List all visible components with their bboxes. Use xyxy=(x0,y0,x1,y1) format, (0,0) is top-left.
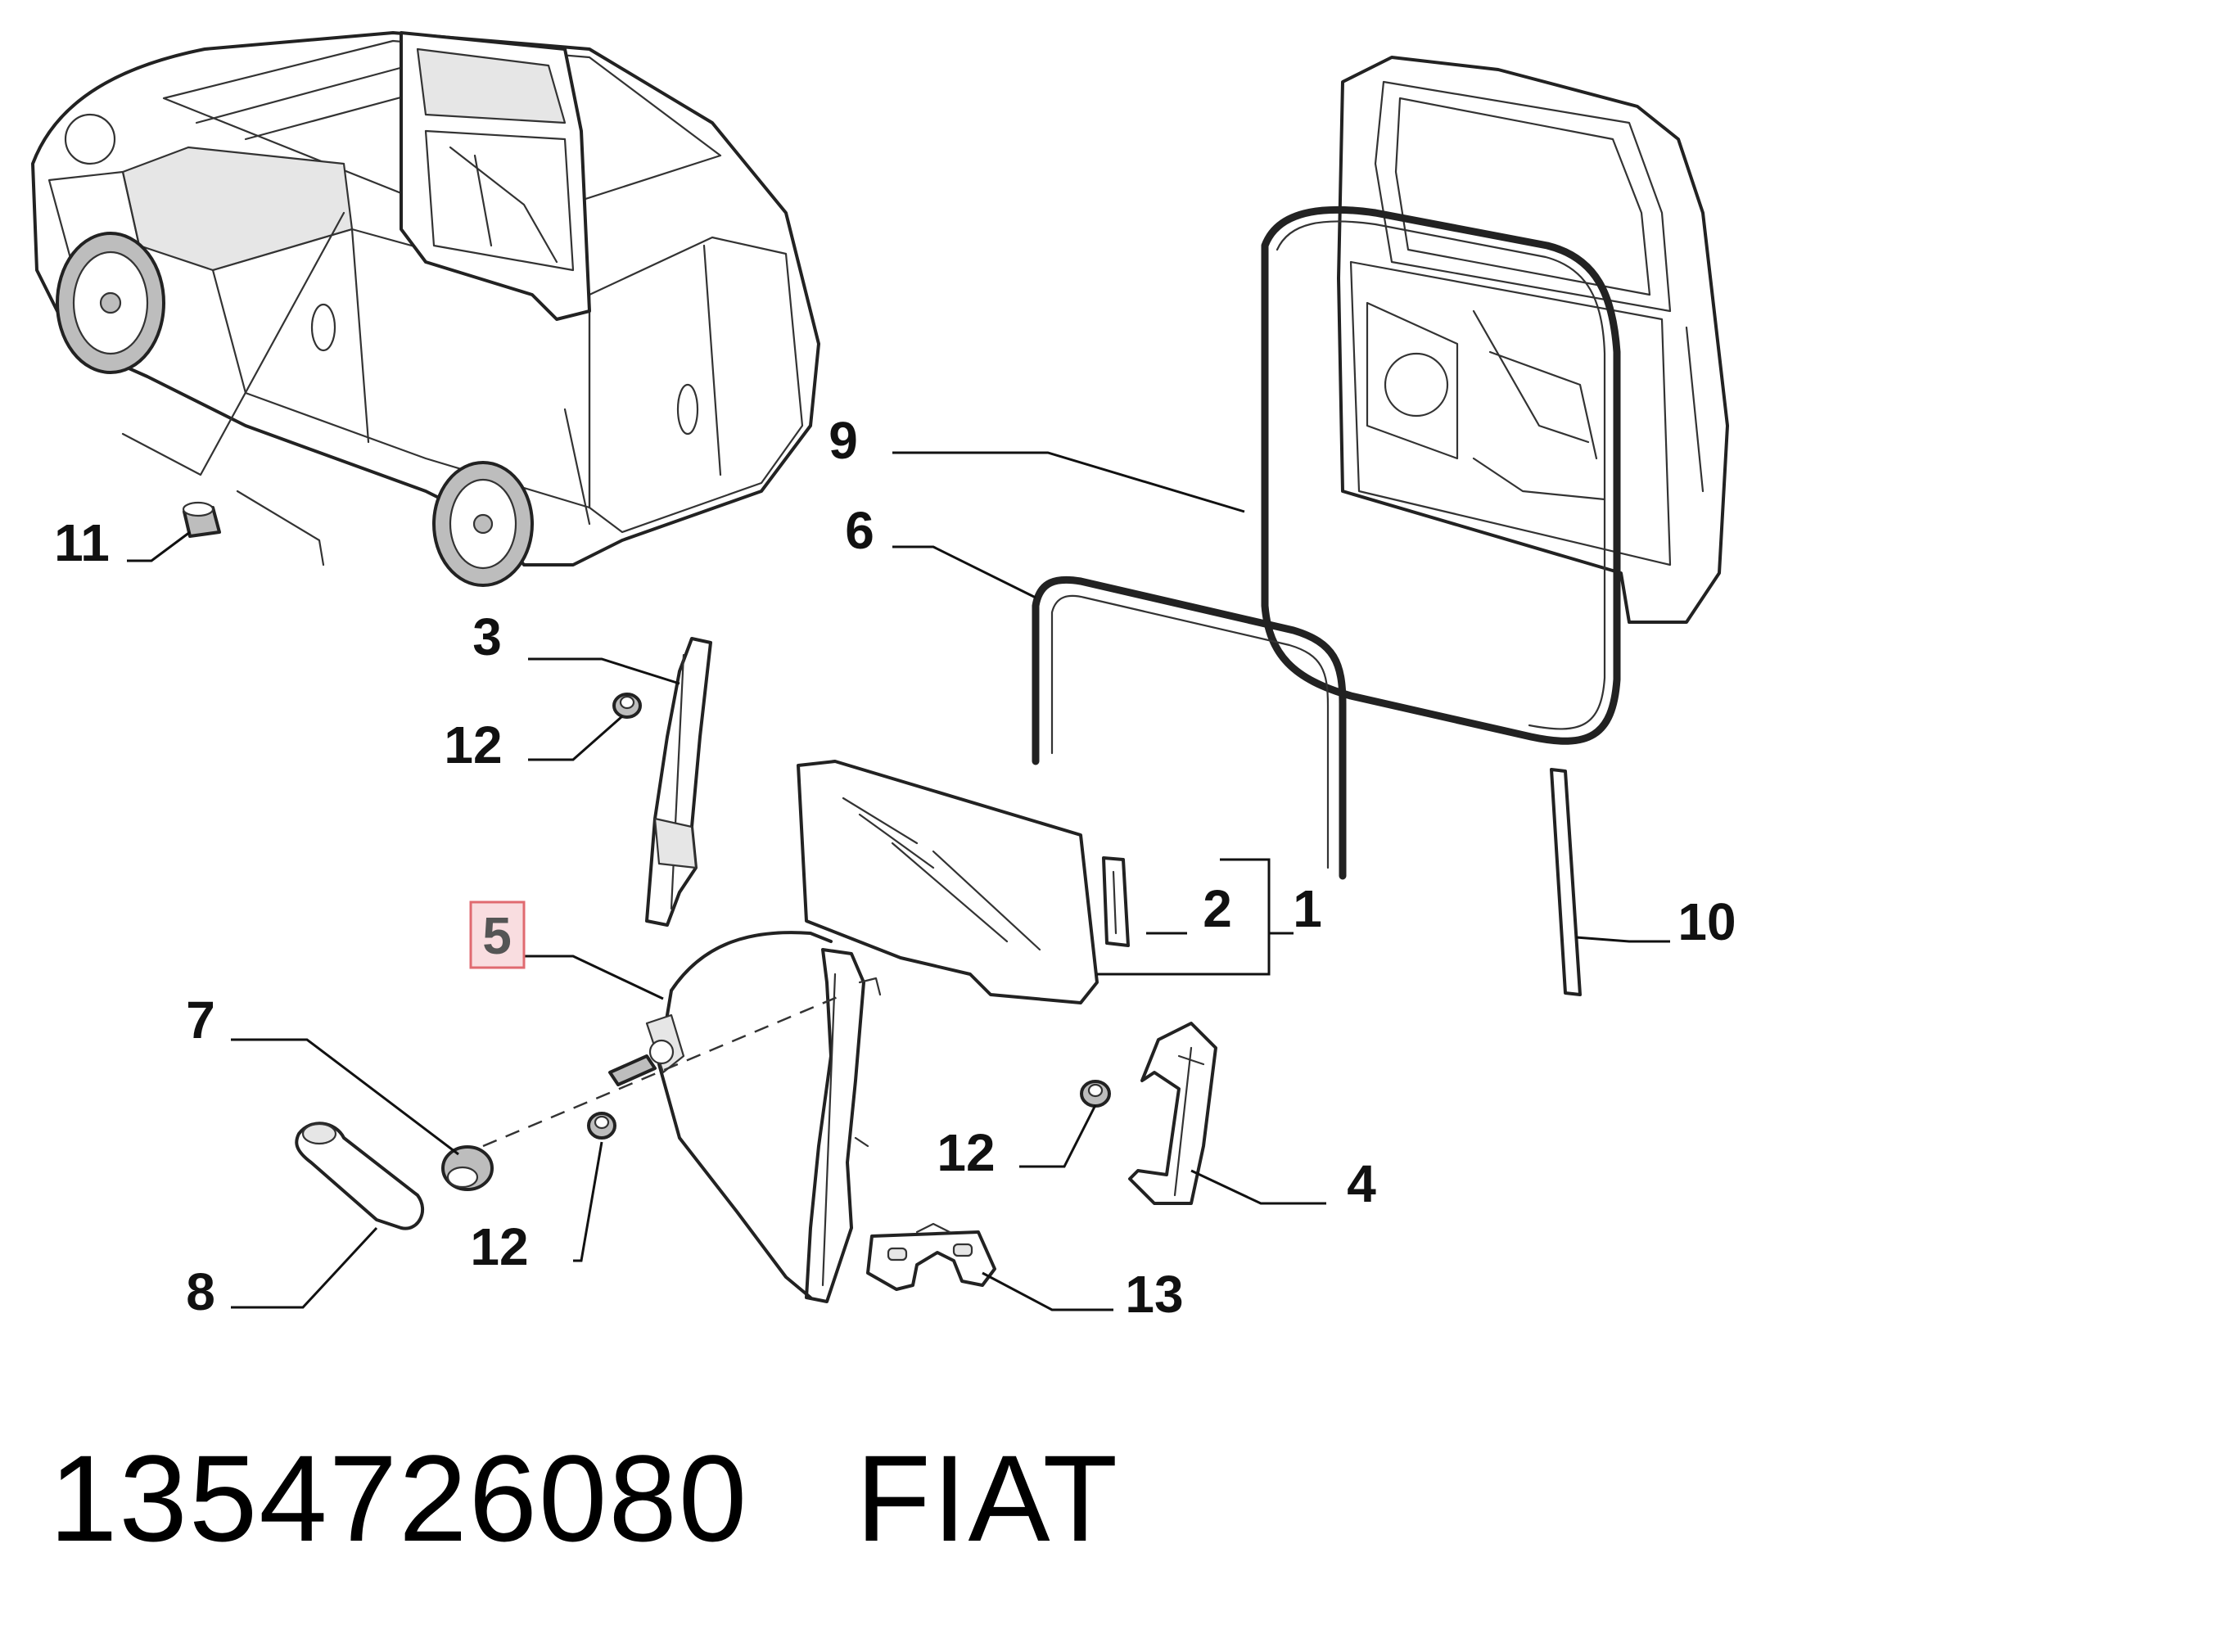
callout-6: 6 xyxy=(845,501,874,560)
part-12-nut-b xyxy=(587,1112,616,1140)
callout-7: 7 xyxy=(186,991,215,1049)
part-12-nut-a xyxy=(612,693,642,719)
assembly-line xyxy=(482,993,844,1148)
door-shell xyxy=(1261,56,1729,745)
part-13-clip-plate xyxy=(866,1222,996,1291)
part-3-guide-rail xyxy=(645,637,712,927)
callout-8: 8 xyxy=(186,1262,215,1321)
leader-10 xyxy=(1575,936,1670,943)
part-6-glass-run-channel xyxy=(1032,575,1347,880)
leader-11 xyxy=(127,530,191,562)
leader-7 xyxy=(231,1038,459,1156)
callout-12-top: 12 xyxy=(444,715,502,774)
callout-12-right: 12 xyxy=(937,1123,995,1182)
callout-12-bottom: 12 xyxy=(470,1217,528,1276)
leader-12c xyxy=(573,1141,603,1262)
leader-12b xyxy=(1019,1104,1097,1168)
callout-5-highlight xyxy=(469,900,526,969)
callout-3: 3 xyxy=(472,607,502,666)
part-4-bracket xyxy=(1128,1022,1217,1205)
leader-3 xyxy=(528,657,680,685)
part-8-crank-handle xyxy=(295,1122,424,1230)
leader-12a xyxy=(528,715,623,761)
leader-6 xyxy=(892,545,1036,599)
part-12-nut-c xyxy=(1080,1080,1111,1108)
rear-wheel xyxy=(432,461,534,587)
callout-10: 10 xyxy=(1677,892,1736,951)
callout-labels: 9 6 3 12 11 5 2 1 10 7 12 4 12 8 13 xyxy=(54,411,1736,1324)
leader-4 xyxy=(1190,1169,1326,1205)
callout-4: 4 xyxy=(1347,1154,1376,1213)
leader-13 xyxy=(982,1271,1113,1311)
brand-name: FIAT xyxy=(856,1429,1120,1567)
part-1-window-glass xyxy=(797,760,1099,1004)
part-7-bezel xyxy=(441,1145,494,1191)
callout-11: 11 xyxy=(54,513,110,572)
part-5-window-regulator xyxy=(608,931,882,1303)
part-number-caption: 1354726080 FIAT xyxy=(49,1437,1119,1559)
callout-1: 1 xyxy=(1293,879,1322,938)
callout-13: 13 xyxy=(1125,1265,1183,1324)
part-10-strip xyxy=(1550,768,1582,996)
leader-9 xyxy=(892,451,1245,513)
part-2-clip xyxy=(1102,856,1130,947)
callout-5: 5 xyxy=(482,906,512,965)
van-illustration xyxy=(31,31,820,587)
part-number: 1354726080 xyxy=(49,1429,749,1567)
front-wheel xyxy=(56,232,165,374)
part-11-grommet xyxy=(182,501,221,538)
leader-8 xyxy=(231,1226,378,1309)
callout-2: 2 xyxy=(1203,879,1232,938)
leader-lines xyxy=(127,451,1670,1311)
leader-5 xyxy=(524,955,664,1000)
callout-9: 9 xyxy=(829,411,858,470)
